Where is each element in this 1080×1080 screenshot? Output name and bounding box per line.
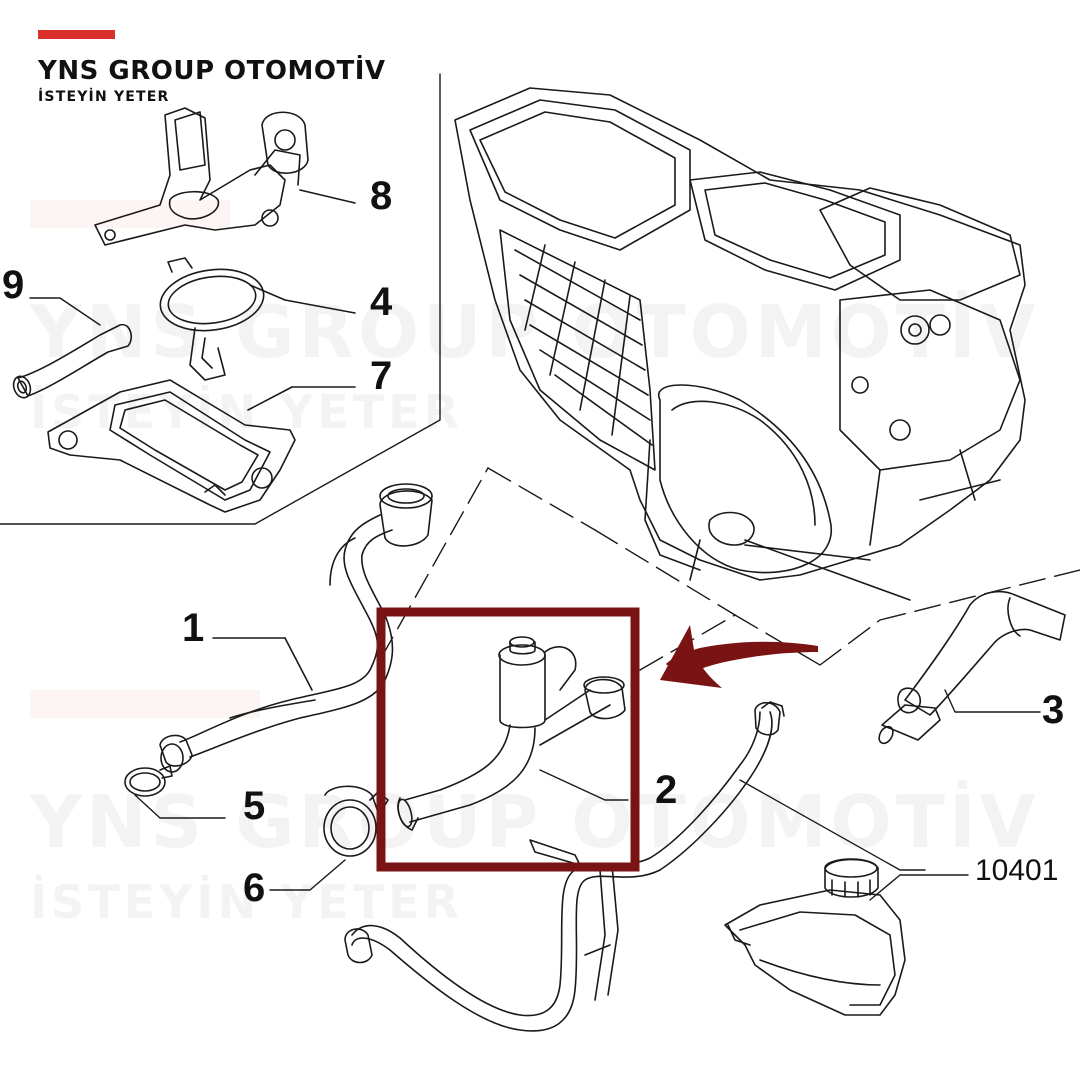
callout-5: 5 <box>243 784 266 828</box>
part-8-bracket-drawing <box>94 107 356 246</box>
callout-7: 7 <box>370 354 393 398</box>
callout-1: 1 <box>182 606 205 650</box>
expansion-tank-drawing <box>724 858 969 1016</box>
brand-tagline: İSTEYİN YETER <box>38 89 170 105</box>
part-9-hose-drawing <box>12 297 132 399</box>
brand-name: YNS GROUP OTOMOTİV <box>38 56 386 86</box>
callout-3: 3 <box>1042 688 1065 732</box>
callout-4: 4 <box>370 280 393 324</box>
part-4-clamp-drawing <box>159 257 356 381</box>
callout-8: 8 <box>370 174 393 218</box>
return-hose-drawing <box>344 701 926 1032</box>
watermark-tagline: İSTEYİN YETER <box>30 875 463 929</box>
callout-2: 2 <box>655 768 678 812</box>
watermark-bar <box>30 690 260 718</box>
part-5-clamp-drawing <box>124 765 226 819</box>
highlight-arrow <box>660 625 818 688</box>
part-3-hose-drawing <box>878 590 1066 745</box>
callout-9: 9 <box>2 263 25 307</box>
part-1-hose-drawing <box>159 483 433 773</box>
part-7-shield-drawing <box>47 379 356 513</box>
highlight-box <box>376 607 640 872</box>
watermark-tagline: İSTEYİN YETER <box>30 385 463 439</box>
subassembly-frame <box>0 73 441 525</box>
watermark-name: YNS GROUP OTOMOTİV <box>30 780 1039 864</box>
part-2-hose-drawing <box>397 636 629 831</box>
callout-10401: 10401 <box>975 854 1059 887</box>
dashed-guides <box>379 467 1080 671</box>
part-6-clamp-drawing <box>269 785 389 891</box>
callout-6: 6 <box>243 866 266 910</box>
brand-accent-bar <box>38 30 115 39</box>
hvac-unit-drawing <box>454 87 1026 601</box>
